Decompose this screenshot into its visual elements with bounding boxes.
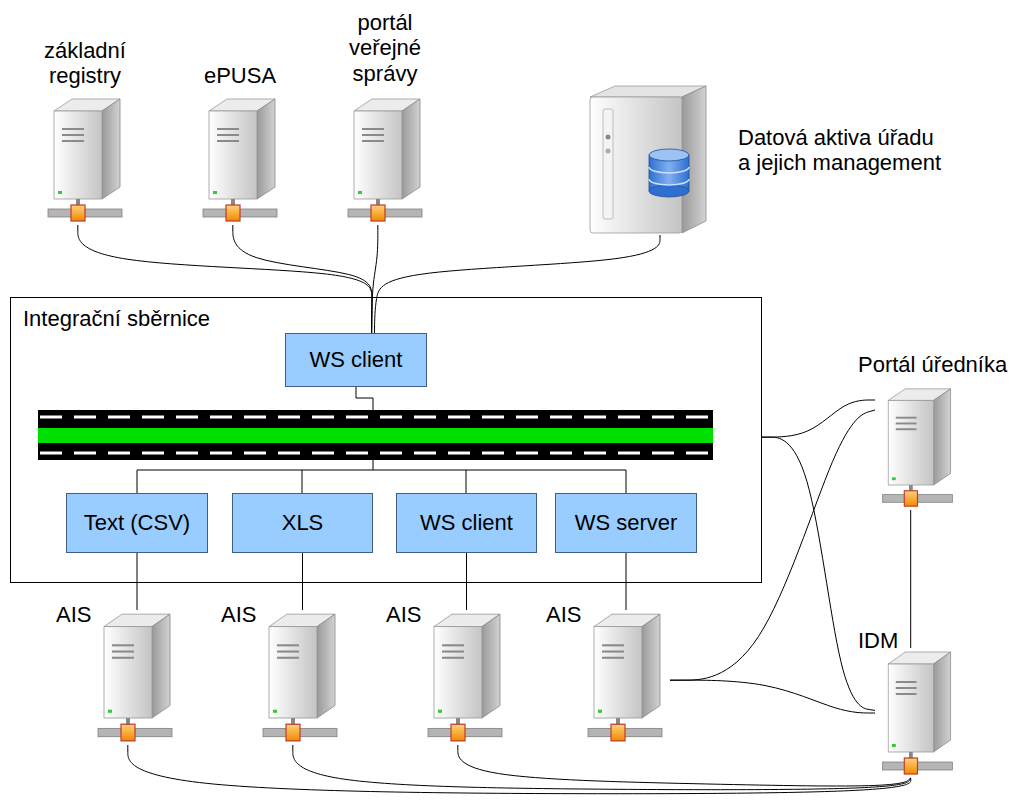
server-label: AIS xyxy=(221,602,256,627)
server-drawing xyxy=(90,610,180,745)
server-drawing xyxy=(340,95,430,225)
server-label: IDM xyxy=(858,628,898,653)
server-label: AIS xyxy=(546,602,581,627)
adapter-box: WS server xyxy=(555,493,697,553)
server-drawing xyxy=(255,610,345,745)
connector-line xyxy=(626,553,627,610)
server-icon: IDM xyxy=(875,648,960,778)
connector-line xyxy=(374,235,660,333)
server-icon: ePUSA xyxy=(195,95,285,225)
connector-line xyxy=(466,553,467,610)
server-icon: AIS xyxy=(580,610,670,745)
server-drawing xyxy=(580,610,670,745)
server-label: základní registry xyxy=(20,38,150,89)
server-drawing xyxy=(875,385,960,510)
connector-line xyxy=(128,745,911,794)
storage-server: Datová aktiva úřadu a jejich management xyxy=(585,85,710,235)
adapter-box: WS client xyxy=(285,333,427,387)
storage-drawing xyxy=(585,85,710,235)
server-icon: AIS xyxy=(255,610,345,745)
connector-line xyxy=(910,510,911,648)
box-label: WS client xyxy=(420,510,513,535)
server-label: Portál úředníka xyxy=(858,352,1007,377)
server-icon: AIS xyxy=(420,610,510,745)
server-label: ePUSA xyxy=(175,63,305,88)
box-label: XLS xyxy=(282,510,324,535)
server-icon: základní registry xyxy=(40,95,130,225)
bus-road xyxy=(38,410,713,460)
connector-line xyxy=(670,680,875,713)
server-label: Datová aktiva úřadu a jejich management xyxy=(738,125,946,176)
server-label: AIS xyxy=(56,602,91,627)
connector-line xyxy=(293,745,911,790)
server-drawing xyxy=(195,95,285,225)
server-label: AIS xyxy=(386,602,421,627)
connector-line xyxy=(670,410,875,680)
connector-line xyxy=(233,225,372,333)
adapter-box: XLS xyxy=(232,493,373,553)
server-drawing xyxy=(875,648,960,778)
connector-line xyxy=(458,745,911,786)
box-label: WS client xyxy=(310,347,403,372)
adapter-box: WS client xyxy=(396,493,537,553)
bus-frame: Integrační sběrniceWS clientText (CSV)XL… xyxy=(10,297,762,583)
adapter-box: Text (CSV) xyxy=(66,493,208,553)
server-drawing xyxy=(40,95,130,225)
server-icon: Portál úředníka xyxy=(875,385,960,510)
connector-line xyxy=(137,553,138,610)
bus-wires xyxy=(137,387,626,493)
connector-line xyxy=(762,437,875,710)
server-icon: AIS xyxy=(90,610,180,745)
server-icon: portál veřejné správy xyxy=(340,95,430,225)
server-label: portál veřejné správy xyxy=(335,10,435,86)
frame-title: Integrační sběrnice xyxy=(23,306,210,331)
box-label: WS server xyxy=(575,510,678,535)
connector-line xyxy=(302,553,303,610)
server-drawing xyxy=(420,610,510,745)
box-label: Text (CSV) xyxy=(84,510,190,535)
